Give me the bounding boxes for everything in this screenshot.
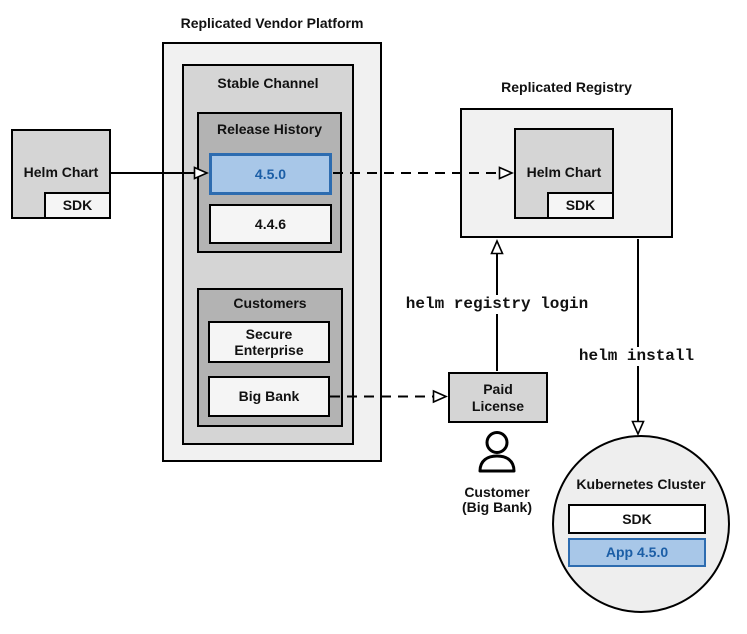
customer-big-bank: Big Bank <box>208 376 330 417</box>
kubernetes-app-box: App 4.5.0 <box>568 538 706 567</box>
customers-label: Customers <box>233 295 307 311</box>
release-version-446: 4.4.6 <box>209 204 332 244</box>
command-helm-install: helm install <box>566 347 707 366</box>
customer-caption: Customer (Big Bank) <box>437 484 557 516</box>
customer-secure-enterprise-line2: Enterprise <box>234 342 304 358</box>
release-version-450: 4.5.0 <box>209 153 332 195</box>
paid-license-box: Paid License <box>448 372 548 423</box>
release-history-label: Release History <box>216 121 323 137</box>
source-sdk-box: SDK <box>44 192 111 219</box>
person-icon <box>478 431 516 473</box>
kubernetes-cluster-label: Kubernetes Cluster <box>576 476 706 492</box>
customer-secure-enterprise-line1: Secure <box>245 325 293 342</box>
registry-title: Replicated Registry <box>501 79 632 95</box>
registry-helm-chart-label: Helm Chart <box>526 164 602 180</box>
paid-license-line1: Paid <box>483 381 513 398</box>
source-helm-chart-label: Helm Chart <box>23 164 99 180</box>
registry-sdk-box: SDK <box>547 192 614 219</box>
customer-caption-line2: (Big Bank) <box>462 499 532 516</box>
command-helm-registry-login: helm registry login <box>387 295 607 314</box>
arrow-registry-to-cluster <box>631 239 645 436</box>
vendor-platform-title: Replicated Vendor Platform <box>180 15 364 31</box>
customer-secure-enterprise: Secure Enterprise <box>208 321 330 363</box>
stable-channel-label: Stable Channel <box>217 75 319 91</box>
kubernetes-sdk-box: SDK <box>568 504 706 534</box>
paid-license-line2: License <box>471 397 525 414</box>
customer-caption-line1: Customer <box>464 484 530 500</box>
